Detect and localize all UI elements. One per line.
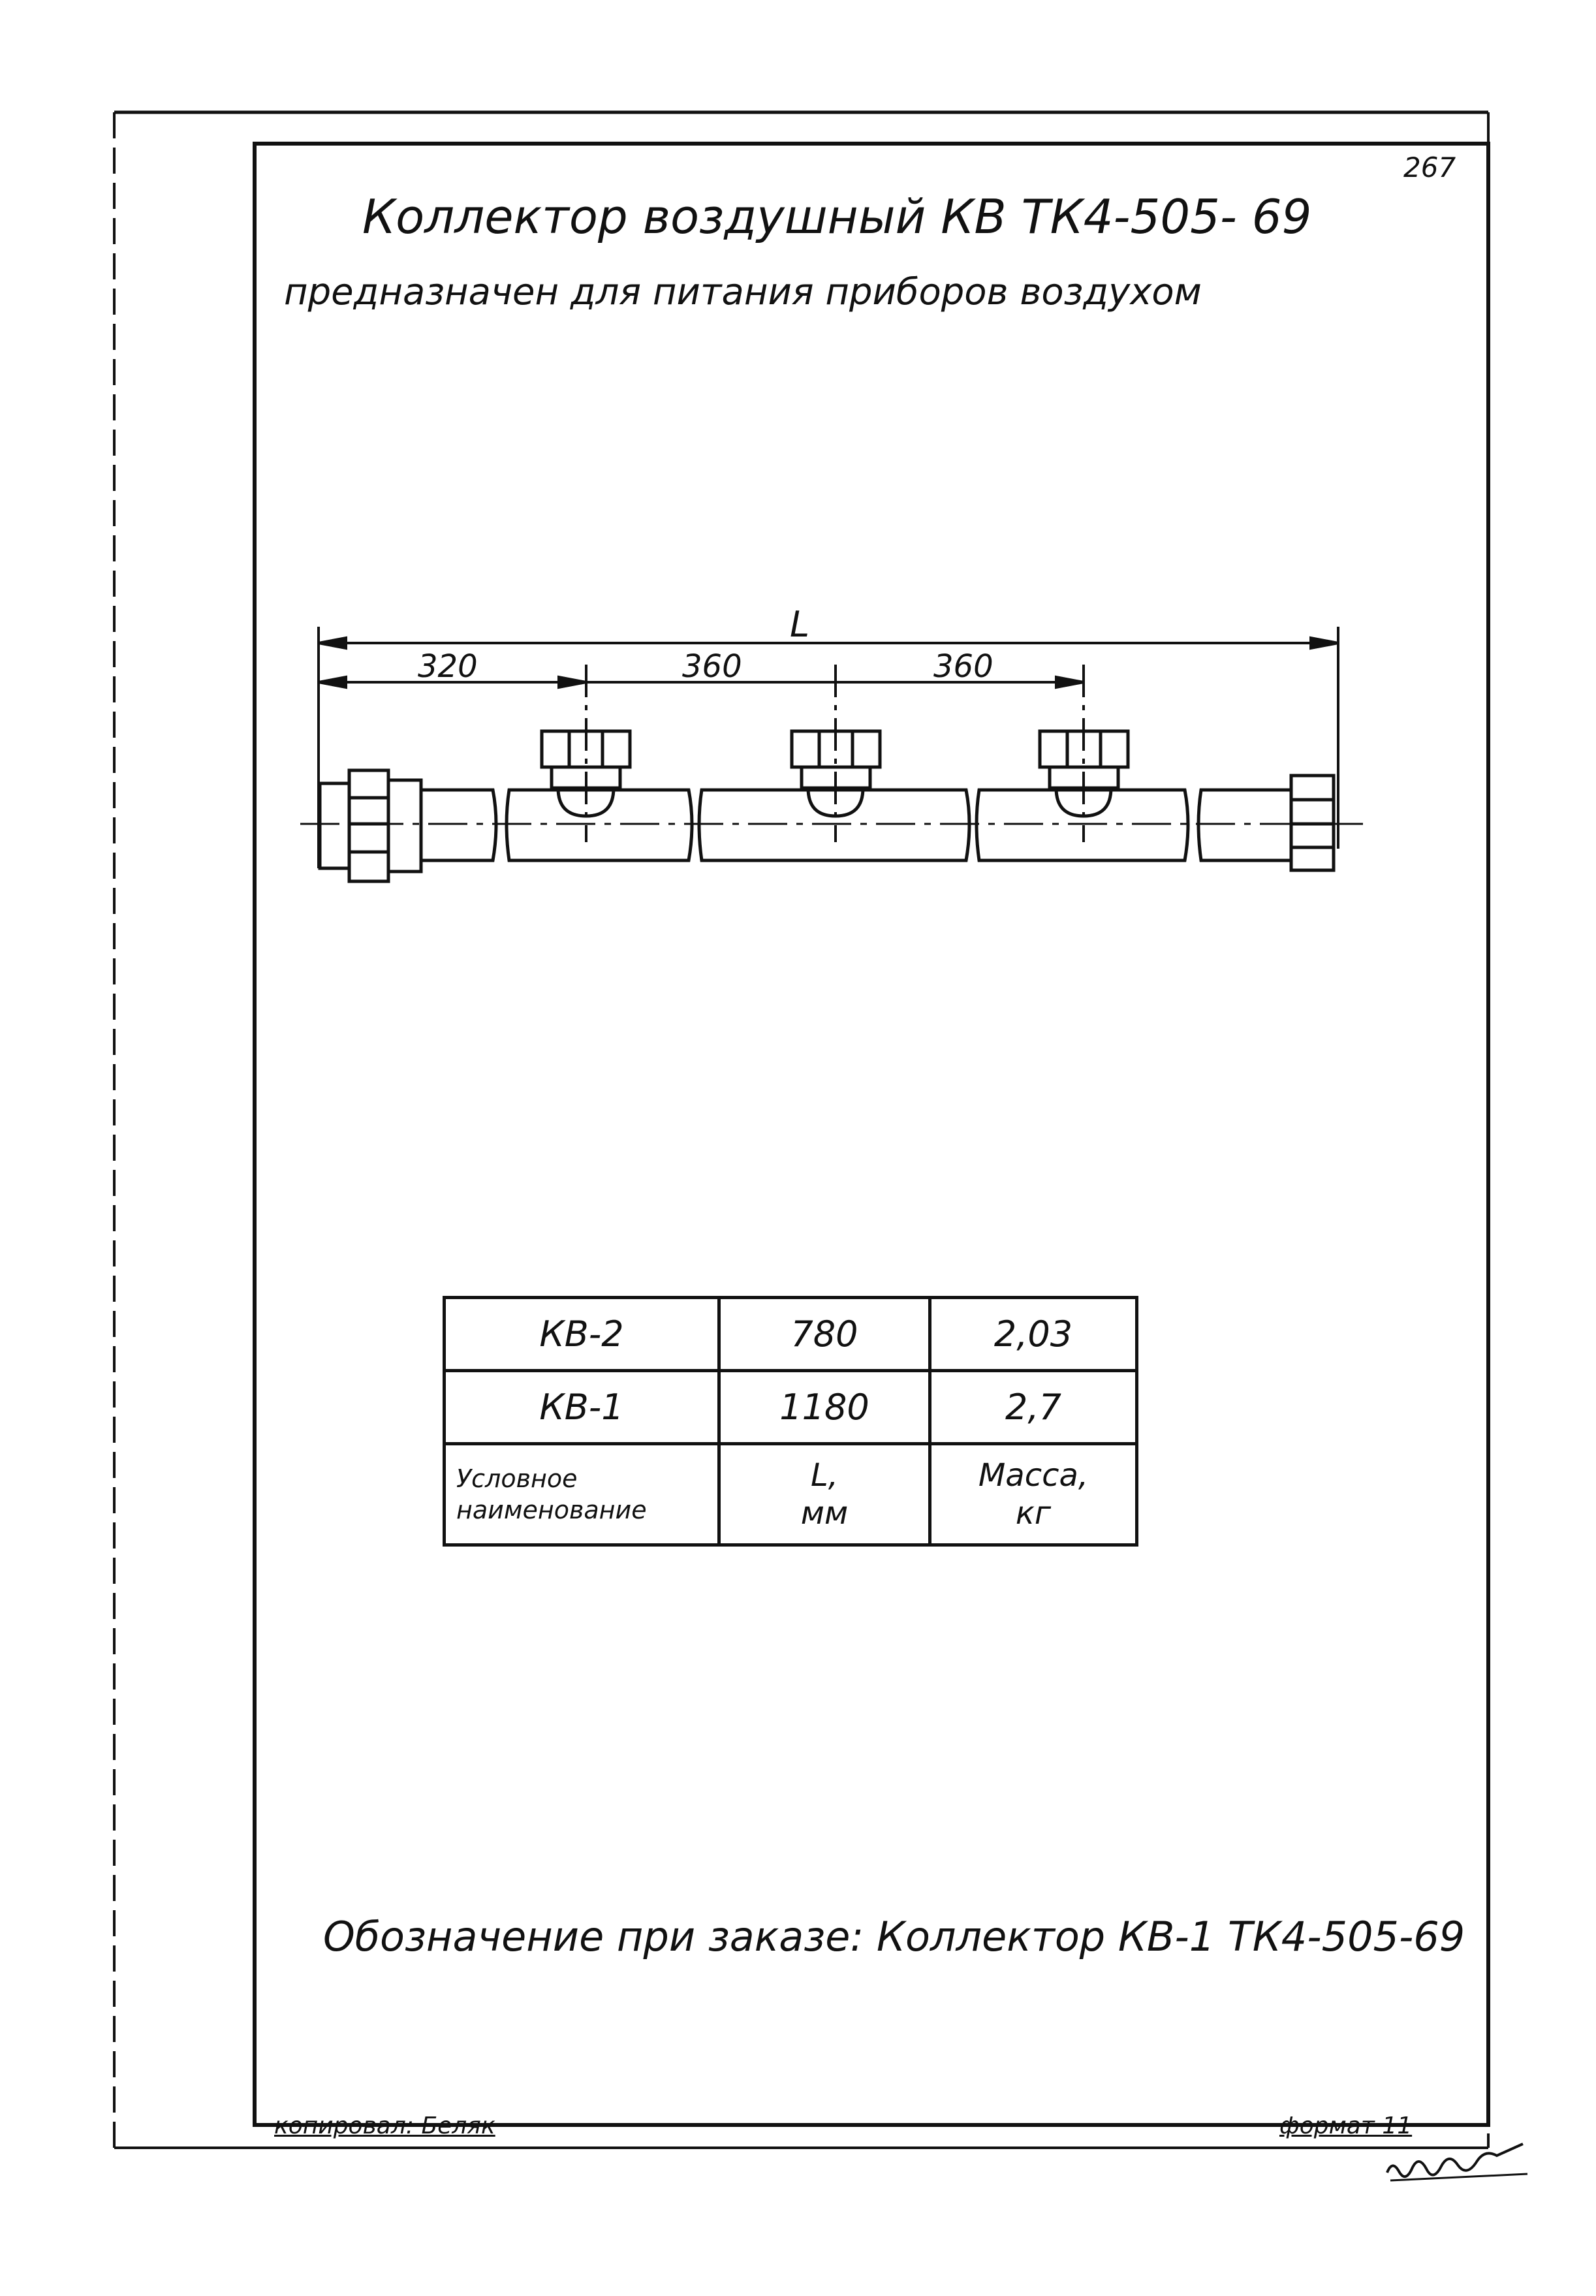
- row-mass: 2,03: [928, 1296, 1138, 1372]
- page-title: Коллектор воздушный КВ ТК4-505- 69: [362, 189, 1312, 244]
- copied-by: копировал: Беляк: [274, 2113, 495, 2139]
- dimension-360-label-2: 360: [933, 648, 994, 685]
- format-label: формат 11: [1279, 2113, 1413, 2139]
- tap-1: [540, 729, 632, 818]
- table-row: КВ-2 780 2,03: [443, 1296, 1138, 1372]
- row-name: КВ-1: [443, 1369, 721, 1445]
- inner-frame: [253, 142, 1490, 2127]
- dimension-360-label-1: 360: [682, 648, 742, 685]
- page-number: 267: [1403, 151, 1456, 183]
- page-subtitle: предназначен для питания приборов воздух…: [284, 271, 1202, 313]
- row-length: 1180: [717, 1369, 931, 1445]
- row-length: 780: [717, 1296, 931, 1372]
- header-length: L,мм: [717, 1442, 931, 1547]
- row-mass: 2,7: [928, 1369, 1138, 1445]
- table-row: КВ-1 1180 2,7: [443, 1369, 1138, 1445]
- signature-underline: [1390, 2173, 1528, 2182]
- row-name: КВ-2: [443, 1296, 721, 1372]
- header-mass: Масса,кг: [928, 1442, 1138, 1547]
- tap-3: [1038, 729, 1130, 818]
- dimension-total-label: L: [790, 604, 810, 645]
- signature: [1386, 2143, 1524, 2178]
- tap-2: [790, 729, 882, 818]
- dimension-320-label: 320: [418, 648, 478, 685]
- collector-pipe: [318, 768, 1336, 883]
- order-designation: Обозначение при заказе: Коллектор КВ-1 Т…: [323, 1913, 1465, 1960]
- dimension-lines: [317, 627, 1339, 868]
